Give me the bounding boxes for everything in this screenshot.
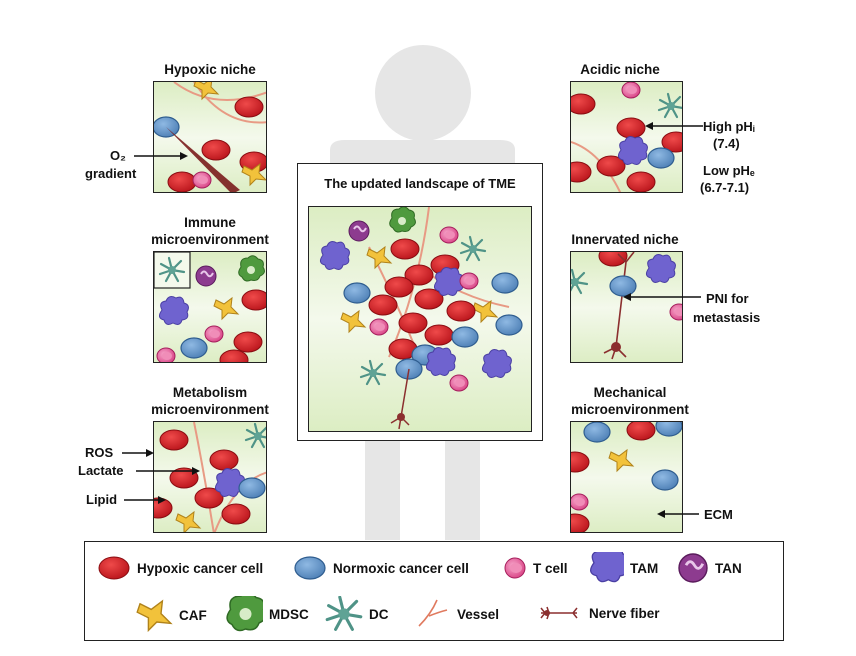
immune-title-2: microenvironment xyxy=(151,232,269,247)
low-ph-label: Low pHₑ xyxy=(703,163,755,178)
legend-item-hypoxic: Hypoxic cancer cell xyxy=(97,556,263,580)
mechanical-panel xyxy=(570,421,683,533)
legend-label-mdsc: MDSC xyxy=(269,606,309,622)
low-ph-value: (6.7-7.1) xyxy=(700,180,750,195)
immune-panel xyxy=(153,251,267,363)
ecm-arrow xyxy=(657,510,699,518)
vessel-icon xyxy=(418,599,448,627)
metabolism-title-2: microenvironment xyxy=(151,402,269,417)
tam-icon xyxy=(590,552,624,583)
mechanical-title-1: Mechanical xyxy=(593,385,667,400)
tan-icon xyxy=(677,552,709,584)
hypoxic-niche-title: Hypoxic niche xyxy=(164,62,256,77)
high-ph-value: (7.4) xyxy=(713,136,740,151)
t-cell-icon xyxy=(504,557,526,579)
hypoxic-cancer-cell-icon xyxy=(98,556,130,580)
center-landscape-panel xyxy=(308,206,532,432)
legend-item-tam: TAM xyxy=(590,552,658,584)
o2-arrow xyxy=(134,152,188,160)
dc-icon xyxy=(325,596,363,631)
nerve-fiber-icon xyxy=(540,606,578,620)
lipid-label: Lipid xyxy=(86,492,118,507)
mechanical-title-2: microenvironment xyxy=(571,402,689,417)
legend-label-tam: TAM xyxy=(630,560,659,576)
lactate-label: Lactate xyxy=(78,463,124,478)
legend-item-caf: CAF xyxy=(135,598,207,632)
legend-label-nerve: Nerve fiber xyxy=(589,605,660,621)
legend-item-normoxic: Normoxic cancer cell xyxy=(293,556,469,580)
pni-label-2: metastasis xyxy=(693,310,761,325)
legend-label-t-cell: T cell xyxy=(533,560,568,576)
high-ph-arrow xyxy=(645,122,703,130)
legend-item-dc: DC xyxy=(325,596,389,632)
legend-item-nerve: Nerve fiber xyxy=(535,598,660,628)
legend-label-caf: CAF xyxy=(179,607,207,623)
ecm-label: ECM xyxy=(704,507,733,522)
normoxic-cancer-cell-icon xyxy=(294,556,326,580)
innervated-panel xyxy=(570,251,683,363)
hypoxic-niche-panel xyxy=(153,81,267,193)
mdsc-icon xyxy=(226,596,263,632)
legend-label-dc: DC xyxy=(369,606,389,622)
legend-label-normoxic: Normoxic cancer cell xyxy=(333,560,469,576)
pni-arrow xyxy=(623,293,701,301)
legend-item-t-cell: T cell xyxy=(503,556,568,580)
immune-title-1: Immune xyxy=(184,215,236,230)
metabolism-panel xyxy=(153,421,267,533)
gradient-label: gradient xyxy=(85,166,137,181)
ros-label: ROS xyxy=(85,445,114,460)
center-landscape-box: The updated landscape of TME xyxy=(297,163,543,441)
caf-icon xyxy=(136,600,172,632)
legend-item-tan: TAN xyxy=(677,552,742,584)
center-title: The updated landscape of TME xyxy=(324,176,516,191)
legend-label-vessel: Vessel xyxy=(457,606,500,622)
o2-label: O₂ xyxy=(110,148,126,163)
acidic-niche-title: Acidic niche xyxy=(580,62,660,77)
metabolism-title-1: Metabolism xyxy=(172,385,248,400)
legend-box: Hypoxic cancer cell Normoxic cancer cell… xyxy=(84,541,784,641)
lactate-arrow xyxy=(136,467,200,475)
acidic-niche-panel xyxy=(570,81,683,193)
ros-arrow xyxy=(122,449,154,457)
legend-item-mdsc: MDSC xyxy=(225,596,309,632)
lipid-arrow xyxy=(124,496,166,504)
innervated-title: Innervated niche xyxy=(571,232,679,247)
legend-item-vessel: Vessel xyxy=(415,598,499,630)
pni-label-1: PNI for xyxy=(706,291,749,306)
legend-label-hypoxic: Hypoxic cancer cell xyxy=(137,560,264,576)
high-ph-label: High pHᵢ xyxy=(703,119,755,134)
legend-label-tan: TAN xyxy=(715,560,742,576)
